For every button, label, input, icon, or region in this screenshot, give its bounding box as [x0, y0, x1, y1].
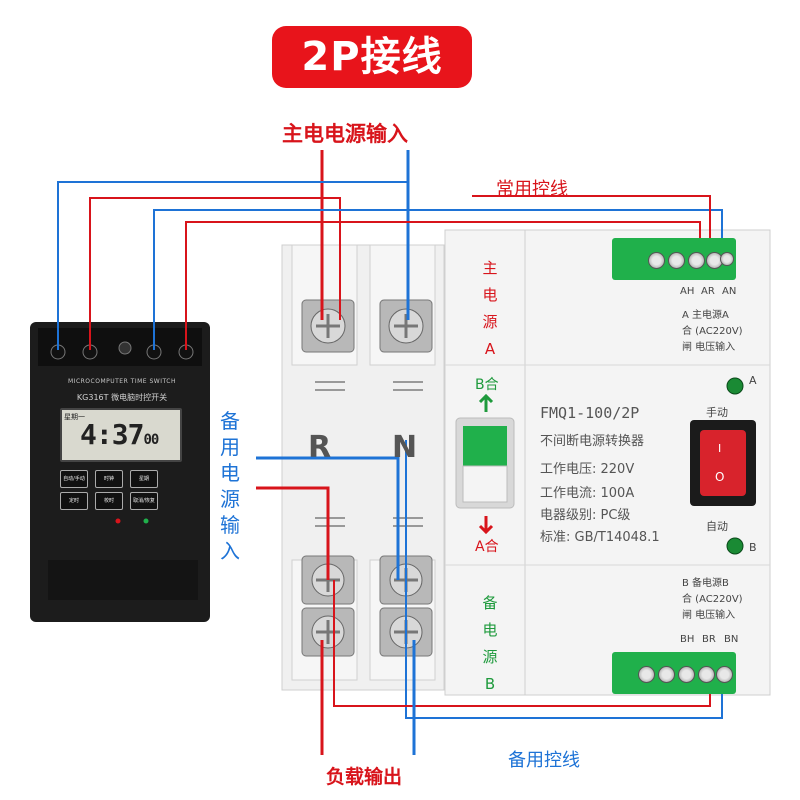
wire-backup-ctrl-blue: [405, 440, 723, 719]
panel-backup-char-3: 源: [482, 648, 498, 666]
load-output-label: 负载输出: [326, 766, 403, 788]
device-name: 不间断电源转换器: [540, 434, 645, 449]
terminal-r-top-slot: [316, 314, 340, 338]
terminal-block-top: [612, 238, 736, 280]
terminal-desc-top-3: 闸 电压输入: [682, 342, 736, 353]
vent-ribs-top: [315, 381, 423, 391]
terminal-label-br: BR: [702, 634, 716, 645]
terminal-screw[interactable]: [638, 666, 655, 683]
terminal-label-bh: BH: [680, 634, 695, 645]
terminal-screw[interactable]: [658, 666, 675, 683]
timer-time: 4:3700: [80, 418, 159, 451]
terminal-screw[interactable]: [668, 252, 685, 269]
timer-terminals: [38, 328, 202, 600]
panel-backup-char-1: 备: [482, 594, 498, 612]
lever-handle-top: [463, 426, 507, 466]
switch-on-mark: I: [718, 442, 722, 455]
terminal-r-bot-slot: [316, 620, 340, 644]
device-model: FMQ1-100/2P: [540, 404, 640, 422]
terminal-screw[interactable]: [678, 666, 695, 683]
timer-button-timer[interactable]: 定时: [60, 492, 88, 510]
rocker-switch-button[interactable]: [700, 430, 746, 496]
common-control-wire-label: 常用控线: [496, 179, 568, 200]
ats-breaker-poles: [281, 244, 445, 691]
panel-backup-char-4: B: [484, 675, 496, 693]
led-b-label: B: [749, 541, 757, 554]
timer-knob: [118, 341, 132, 355]
backup-control-wire-label: 备用控线: [508, 750, 580, 771]
pole-n-label: N: [392, 430, 418, 465]
terminal-screw[interactable]: [648, 252, 665, 269]
led-a-label: A: [749, 374, 757, 387]
panel-backup-power-text: 备 电 源 B: [478, 590, 502, 698]
wire-timer-red-1: [89, 197, 341, 350]
terminal-screw[interactable]: [688, 252, 705, 269]
panel-backup-char-2: 电: [482, 621, 498, 639]
lever-a-closed-label: A合: [475, 539, 499, 555]
vent-ribs-bottom: [315, 517, 423, 527]
timer-button-week[interactable]: 星期: [130, 470, 158, 488]
panel-main-char-2: 电: [482, 286, 498, 304]
terminal-screw-br[interactable]: [698, 666, 715, 683]
panel-main-power-text: 主 电 源 A: [478, 255, 502, 363]
timer-led-red: [115, 518, 121, 524]
manual-label: 手动: [706, 406, 728, 419]
terminal-screw-bn[interactable]: [716, 666, 733, 683]
terminal-label-bn: BN: [724, 634, 739, 645]
led-a: [726, 377, 744, 395]
main-power-input-label: 主电电源输入: [282, 122, 408, 146]
spec-current: 工作电流: 100A: [540, 486, 635, 501]
lever-down-arrow: [478, 516, 494, 535]
spec-standard: 标准: GB/T14048.1: [540, 530, 660, 545]
backup-power-input-label: 备用电源输入: [220, 409, 240, 563]
wire-backup-blue: [256, 456, 400, 580]
panel-main-char-4: A: [484, 340, 496, 358]
timer-day: 星期一: [64, 413, 85, 421]
pole-r-label: R: [308, 430, 332, 465]
terminal-n-top-slot: [394, 314, 418, 338]
timer-lcd: [60, 408, 182, 462]
timer-button-cancel[interactable]: 取消/恢复: [130, 492, 158, 510]
timer-button-adjust[interactable]: 校时: [95, 492, 123, 510]
terminal-screw-an[interactable]: [720, 252, 734, 266]
terminal-label-an: AN: [722, 286, 737, 297]
lever-b-closed-label: B合: [475, 377, 499, 393]
timer-bottom-cover: [48, 560, 198, 600]
spec-class: 电器级别: PC级: [540, 508, 631, 523]
timer-time-seconds: 00: [143, 432, 159, 448]
timer-model: KG316T 微电脑时控开关: [76, 393, 168, 402]
wire-timer-blue-2: [153, 209, 723, 350]
switch-off-mark: O: [715, 470, 725, 484]
lever-up-arrow: [478, 393, 494, 412]
timer-button-auto-manual[interactable]: 自动/手动: [60, 470, 88, 488]
panel-main-char-3: 源: [482, 313, 498, 331]
timer-time-main: 4:37: [80, 418, 144, 451]
terminal-desc-top-1: A 主电源A: [682, 310, 729, 321]
wire-common-ctrl: [472, 195, 711, 258]
terminal-label-ar: AR: [701, 286, 715, 297]
title-badge: 2P接线: [272, 26, 472, 88]
terminal-desc-top-2: 合 (AC220V): [682, 326, 743, 337]
timer-button-clock[interactable]: 时钟: [95, 470, 123, 488]
led-b: [726, 537, 744, 555]
terminal-desc-bot-1: B 备电源B: [682, 578, 729, 589]
timer-led-green: [143, 518, 149, 524]
lever-handle-bottom: [462, 465, 508, 503]
timer-brand: MICROCOMPUTER TIME SWITCH: [68, 378, 176, 385]
wire-timer-blue-1: [57, 181, 408, 350]
terminal-block-bottom: [612, 652, 736, 694]
terminal-desc-bot-2: 合 (AC220V): [682, 594, 743, 605]
auto-label: 自动: [706, 520, 728, 533]
spec-voltage: 工作电压: 220V: [540, 462, 635, 477]
terminal-desc-bot-3: 闸 电压输入: [682, 610, 736, 621]
terminal-label-ah: AH: [680, 286, 695, 297]
wire-backup-red: [256, 486, 330, 580]
panel-main-char-1: 主: [482, 259, 498, 277]
